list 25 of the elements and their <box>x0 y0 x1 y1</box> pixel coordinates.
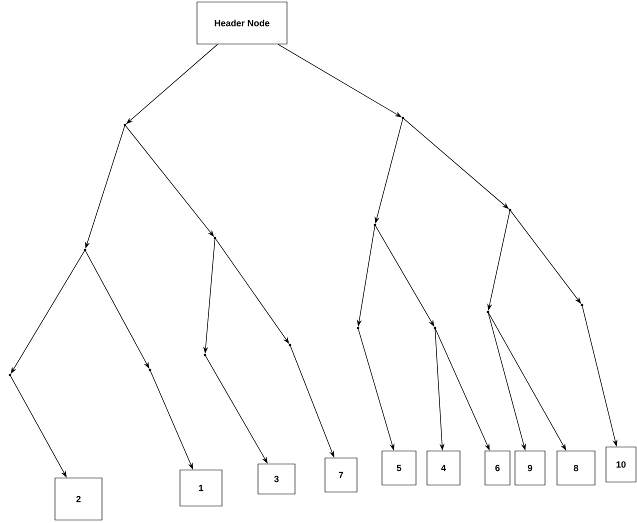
box: Header Node <box>196 2 288 44</box>
box: 1 <box>180 470 222 506</box>
branch-point <box>204 354 206 356</box>
branch-point <box>214 236 216 240</box>
box: 6 <box>484 450 510 486</box>
branch-point <box>486 310 490 314</box>
branch-point <box>434 326 436 330</box>
box: 2 <box>54 478 102 520</box>
box: 7 <box>324 458 358 492</box>
branch-point <box>8 374 12 376</box>
box: 8 <box>556 450 596 486</box>
branch-point <box>580 304 584 306</box>
box: 10 <box>606 446 636 482</box>
branch-point <box>148 368 152 372</box>
box: 3 <box>258 464 296 494</box>
branch-point <box>124 124 126 126</box>
branch-point <box>356 326 360 330</box>
box: 4 <box>426 450 460 486</box>
branch-point <box>402 116 404 120</box>
branch-point <box>508 208 512 212</box>
box: 9 <box>514 450 546 486</box>
box: 5 <box>382 450 416 486</box>
branch-point <box>374 224 376 226</box>
branch-point <box>288 344 292 346</box>
branch-point <box>84 248 86 252</box>
